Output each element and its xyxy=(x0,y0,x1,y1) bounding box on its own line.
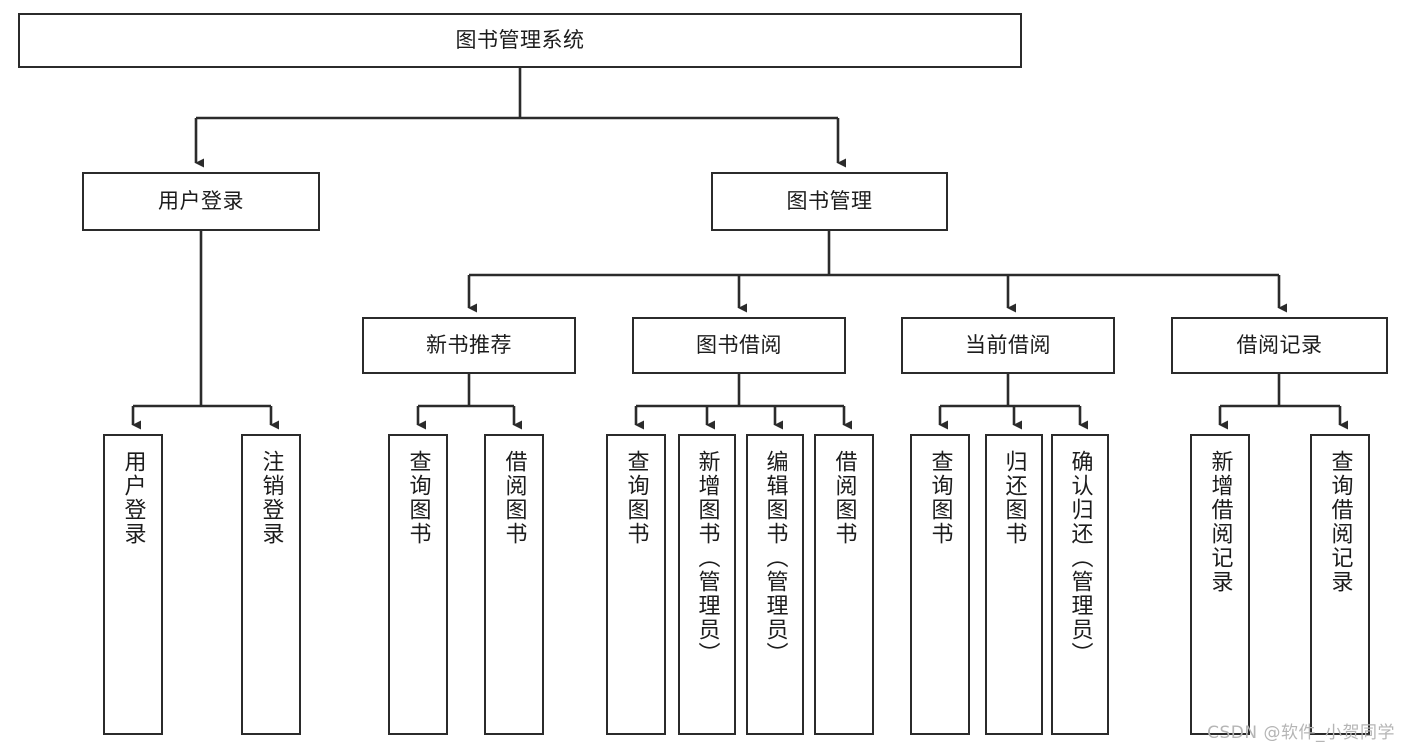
node-root-label: 图书管理系统 xyxy=(455,28,585,53)
node-leaf-query-book-2-label: 查询图书 xyxy=(623,450,649,546)
node-leaf-logout[interactable]: 注销登录 xyxy=(241,434,301,735)
node-leaf-query-book-1-label: 查询图书 xyxy=(405,450,431,546)
node-leaf-query-book-3[interactable]: 查询图书 xyxy=(910,434,970,735)
node-leaf-add-record-label: 新增借阅记录 xyxy=(1207,450,1233,594)
node-current-borrow-label: 当前借阅 xyxy=(965,333,1051,358)
node-leaf-user-login-label: 用户登录 xyxy=(120,450,146,546)
node-leaf-edit-book[interactable]: 编辑图书（管理员） xyxy=(746,434,804,735)
node-leaf-borrow-book-1[interactable]: 借阅图书 xyxy=(484,434,544,735)
node-leaf-query-record[interactable]: 查询借阅记录 xyxy=(1310,434,1370,735)
watermark-text: CSDN @软件_小贺同学 xyxy=(1207,723,1395,743)
node-leaf-return-book-label: 归还图书 xyxy=(1001,450,1027,546)
node-leaf-borrow-book-2-label: 借阅图书 xyxy=(831,450,857,546)
node-borrow-record-label: 借阅记录 xyxy=(1236,333,1323,358)
node-leaf-query-book-2[interactable]: 查询图书 xyxy=(606,434,666,735)
node-leaf-query-book-1[interactable]: 查询图书 xyxy=(388,434,448,735)
node-root[interactable]: 图书管理系统 xyxy=(18,13,1022,68)
node-user-login[interactable]: 用户登录 xyxy=(82,172,320,231)
node-user-login-label: 用户登录 xyxy=(158,189,244,214)
node-new-book-recommend-label: 新书推荐 xyxy=(426,333,512,358)
node-leaf-borrow-book-2[interactable]: 借阅图书 xyxy=(814,434,874,735)
node-book-manage[interactable]: 图书管理 xyxy=(711,172,948,231)
node-leaf-add-book-label: 新增图书（管理员） xyxy=(694,450,720,666)
node-new-book-recommend[interactable]: 新书推荐 xyxy=(362,317,576,374)
node-leaf-return-book[interactable]: 归还图书 xyxy=(985,434,1043,735)
node-leaf-add-record[interactable]: 新增借阅记录 xyxy=(1190,434,1250,735)
node-leaf-logout-label: 注销登录 xyxy=(258,450,284,546)
node-book-borrow-label: 图书借阅 xyxy=(696,333,782,358)
node-borrow-record[interactable]: 借阅记录 xyxy=(1171,317,1388,374)
node-leaf-edit-book-label: 编辑图书（管理员） xyxy=(762,450,788,666)
node-leaf-query-book-3-label: 查询图书 xyxy=(927,450,953,546)
node-book-borrow[interactable]: 图书借阅 xyxy=(632,317,846,374)
node-current-borrow[interactable]: 当前借阅 xyxy=(901,317,1115,374)
node-leaf-add-book[interactable]: 新增图书（管理员） xyxy=(678,434,736,735)
node-leaf-confirm-return[interactable]: 确认归还（管理员） xyxy=(1051,434,1109,735)
node-leaf-query-record-label: 查询借阅记录 xyxy=(1327,450,1353,594)
node-book-manage-label: 图书管理 xyxy=(786,189,873,214)
node-leaf-user-login[interactable]: 用户登录 xyxy=(103,434,163,735)
node-leaf-confirm-return-label: 确认归还（管理员） xyxy=(1067,450,1093,666)
node-leaf-borrow-book-1-label: 借阅图书 xyxy=(501,450,527,546)
